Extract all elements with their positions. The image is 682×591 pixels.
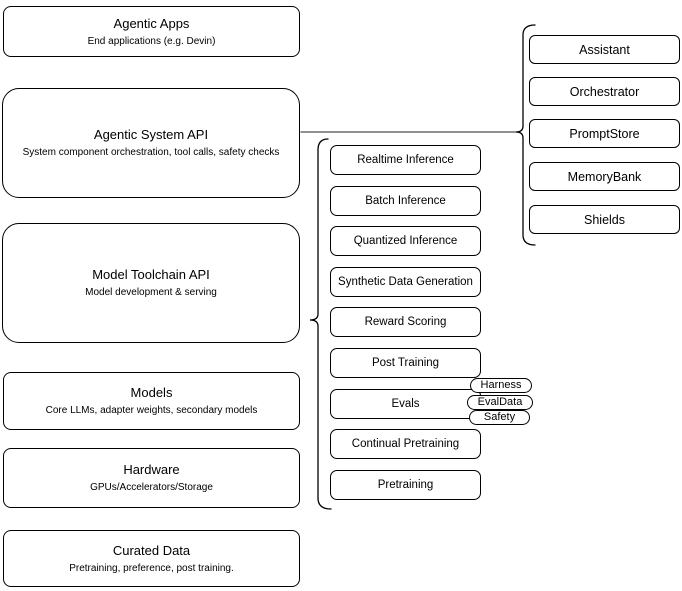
node-shields: Shields xyxy=(529,205,680,234)
node-pretraining: Pretraining xyxy=(330,470,481,500)
node-title: Model Toolchain API xyxy=(92,267,210,282)
pill-safety: Safety xyxy=(469,410,530,425)
node-agentic-apps: Agentic Apps End applications (e.g. Devi… xyxy=(3,6,300,57)
pill-harness: Harness xyxy=(470,378,532,393)
node-subtitle: GPUs/Accelerators/Storage xyxy=(90,482,213,493)
node-subtitle: Pretraining, preference, post training. xyxy=(69,562,234,574)
system-components-bracket xyxy=(515,24,536,246)
node-hardware: Hardware GPUs/Accelerators/Storage xyxy=(3,448,300,508)
node-subtitle: Core LLMs, adapter weights, secondary mo… xyxy=(45,405,258,416)
node-agentic-system-api: Agentic System API System component orch… xyxy=(2,88,300,198)
node-quantized-inference: Quantized Inference xyxy=(330,226,481,256)
node-curated-data: Curated Data Pretraining, preference, po… xyxy=(3,530,300,587)
node-subtitle: End applications (e.g. Devin) xyxy=(87,35,216,47)
node-memorybank: MemoryBank xyxy=(529,162,680,191)
node-title: Agentic Apps xyxy=(113,15,190,31)
node-promptstore: PromptStore xyxy=(529,119,680,148)
node-assistant: Assistant xyxy=(529,35,680,64)
node-post-training: Post Training xyxy=(330,348,481,378)
pill-evaldata: EvalData xyxy=(467,395,533,410)
node-reward-scoring: Reward Scoring xyxy=(330,307,481,337)
node-synthetic-data-generation: Synthetic Data Generation xyxy=(330,267,481,297)
node-orchestrator: Orchestrator xyxy=(529,77,680,106)
toolchain-bracket xyxy=(309,138,332,510)
node-title: Agentic System API xyxy=(93,127,209,142)
node-title: Models xyxy=(130,385,173,400)
node-realtime-inference: Realtime Inference xyxy=(330,145,481,175)
node-models: Models Core LLMs, adapter weights, secon… xyxy=(3,372,300,430)
node-batch-inference: Batch Inference xyxy=(330,186,481,216)
node-title: Curated Data xyxy=(112,542,191,558)
node-continual-pretraining: Continual Pretraining xyxy=(330,429,481,459)
node-model-toolchain-api: Model Toolchain API Model development & … xyxy=(2,223,300,343)
node-subtitle: Model development & serving xyxy=(85,287,217,298)
node-subtitle: System component orchestration, tool cal… xyxy=(22,147,280,158)
node-title: Hardware xyxy=(123,462,180,477)
node-evals: Evals xyxy=(330,389,481,419)
